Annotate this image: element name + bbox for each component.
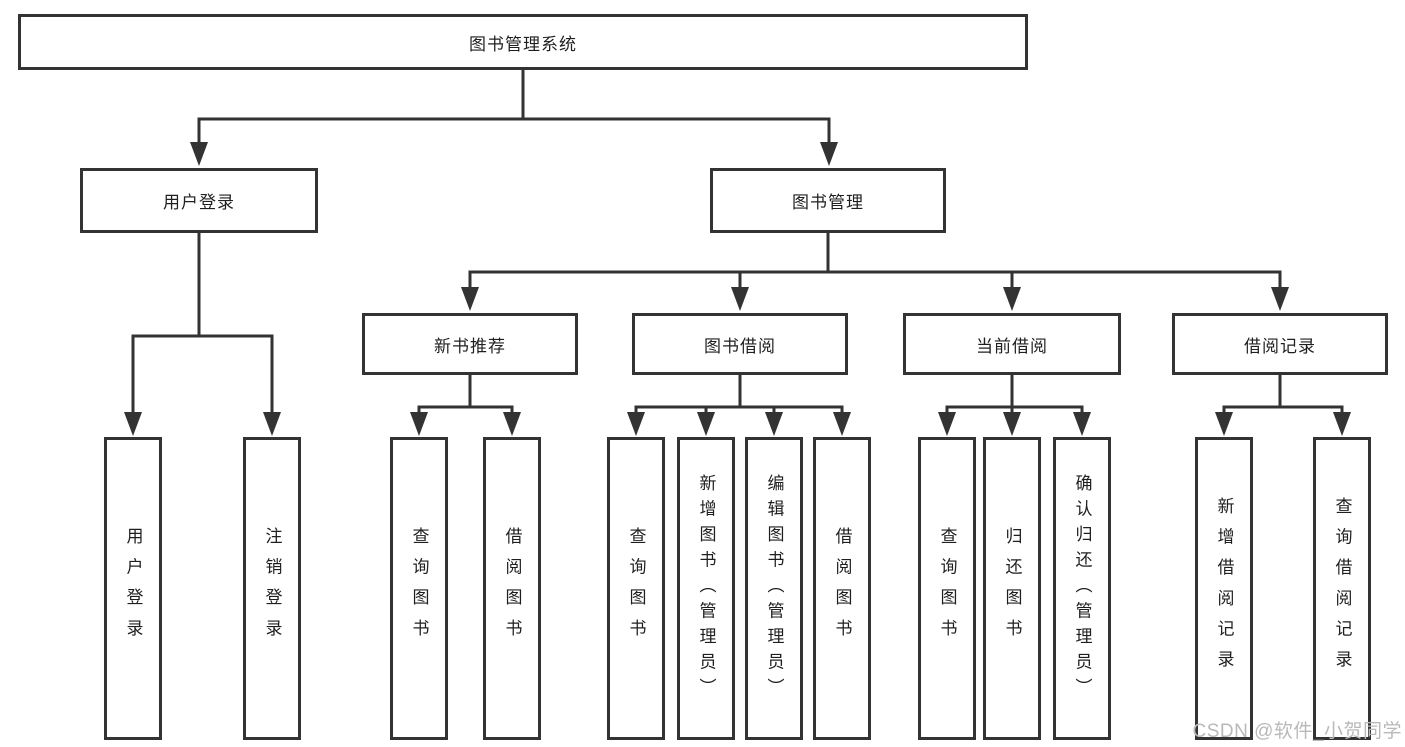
leaf-query-books-recommend-label: 查询图书 <box>409 527 429 650</box>
leaf-confirm-return-admin-label: 确认归还（管理员） <box>1072 473 1092 704</box>
node-new-book-recommend-label: 新书推荐 <box>434 336 506 356</box>
node-new-book-recommend: 新书推荐 <box>362 313 578 375</box>
leaf-query-books-borrowing-label: 查询图书 <box>626 527 646 650</box>
leaf-confirm-return-admin: 确认归还（管理员） <box>1053 437 1111 740</box>
leaf-query-books-borrowing: 查询图书 <box>607 437 665 740</box>
leaf-add-borrow-record-label: 新增借阅记录 <box>1214 496 1234 681</box>
leaf-return-books: 归还图书 <box>983 437 1041 740</box>
node-book-borrowing-label: 图书借阅 <box>704 336 776 356</box>
leaf-edit-books-admin-label: 编辑图书（管理员） <box>764 473 784 704</box>
leaf-add-borrow-record: 新增借阅记录 <box>1195 437 1253 740</box>
leaf-user-login-label: 用户登录 <box>123 527 143 650</box>
leaf-edit-books-admin: 编辑图书（管理员） <box>745 437 803 740</box>
leaf-borrow-books-recommend: 借阅图书 <box>483 437 541 740</box>
csdn-watermark: CSDN @软件_小贺同学 <box>1192 721 1402 742</box>
leaf-borrow-books-recommend-label: 借阅图书 <box>502 527 522 650</box>
node-book-management-label: 图书管理 <box>792 193 864 212</box>
leaf-borrow-books-borrowing: 借阅图书 <box>813 437 871 740</box>
node-root: 图书管理系统 <box>18 14 1028 70</box>
node-current-borrowing: 当前借阅 <box>903 313 1121 375</box>
leaf-query-books-current: 查询图书 <box>918 437 976 740</box>
node-root-label: 图书管理系统 <box>469 34 577 54</box>
leaf-query-books-current-label: 查询图书 <box>937 527 957 650</box>
arrowheads <box>124 142 1351 436</box>
node-borrowing-records: 借阅记录 <box>1172 313 1388 375</box>
leaf-logout: 注销登录 <box>243 437 301 740</box>
leaf-query-books-recommend: 查询图书 <box>390 437 448 740</box>
leaf-add-books-admin: 新增图书（管理员） <box>677 437 735 740</box>
leaf-return-books-label: 归还图书 <box>1002 527 1022 650</box>
node-user-login-label: 用户登录 <box>163 193 235 212</box>
leaf-logout-label: 注销登录 <box>262 527 282 650</box>
leaf-query-borrow-record-label: 查询借阅记录 <box>1332 496 1352 681</box>
node-book-borrowing: 图书借阅 <box>632 313 848 375</box>
node-book-management: 图书管理 <box>710 168 946 233</box>
leaf-add-books-admin-label: 新增图书（管理员） <box>696 473 716 704</box>
node-borrowing-records-label: 借阅记录 <box>1244 336 1316 356</box>
leaf-query-borrow-record: 查询借阅记录 <box>1313 437 1371 740</box>
node-user-login: 用户登录 <box>80 168 318 233</box>
leaf-borrow-books-borrowing-label: 借阅图书 <box>832 527 852 650</box>
leaf-user-login: 用户登录 <box>104 437 162 740</box>
node-current-borrowing-label: 当前借阅 <box>976 336 1048 356</box>
